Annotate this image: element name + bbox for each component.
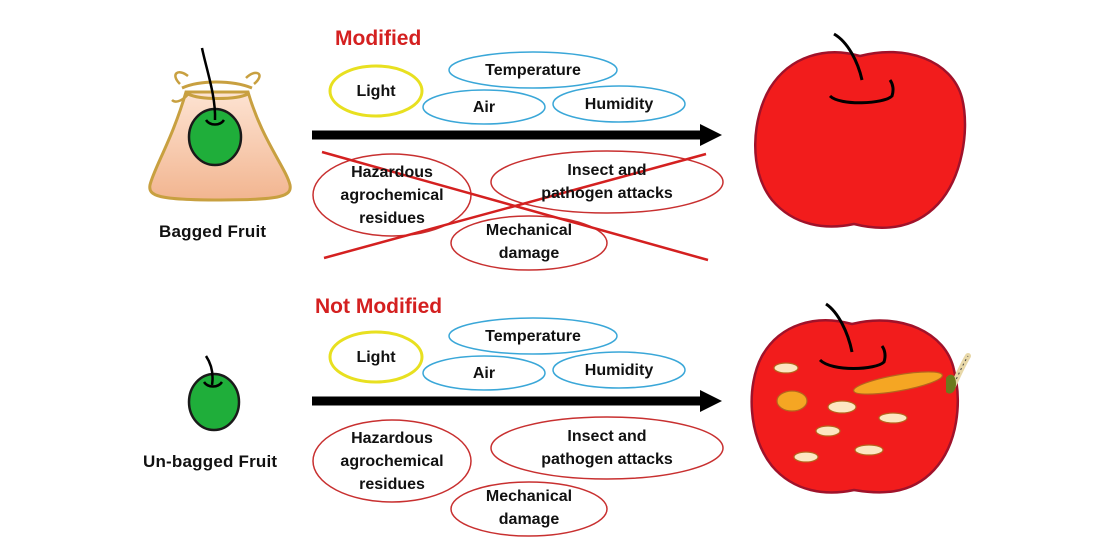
temperature-label: Temperature	[485, 62, 581, 79]
insect-line-2: pathogen attacks	[541, 185, 673, 202]
temperature-factor-ellipse	[448, 317, 618, 355]
mechanical-line-2: damage	[498, 511, 560, 528]
insect-line-1: Insect and	[567, 428, 647, 445]
light-label: Light	[356, 349, 396, 366]
air-factor-ellipse	[422, 355, 546, 391]
air-label: Air	[472, 99, 496, 116]
insect-line-1: Insect and	[567, 162, 647, 179]
humidity-factor-ellipse	[552, 351, 686, 389]
light-label: Light	[356, 83, 396, 100]
mechanical-threat-ellipse	[450, 481, 608, 537]
hazardous-threat-ellipse	[312, 419, 472, 503]
healthy-apple-icon	[754, 32, 967, 229]
mechanical-line-2: damage	[498, 245, 560, 262]
insect-threat-ellipse	[490, 416, 724, 480]
humidity-label: Humidity	[584, 362, 654, 379]
hazardous-line-1: Hazardous	[351, 430, 433, 447]
mechanical-label: Mechanical damage	[451, 219, 607, 265]
light-factor-ellipse	[328, 64, 424, 118]
insect-label: Insect and pathogen attacks	[491, 425, 723, 471]
hazardous-line-2: agrochemical	[340, 453, 444, 470]
main-arrow-bottom	[312, 390, 722, 412]
insect-threat-ellipse	[490, 150, 724, 214]
bagged-fruit-caption: Bagged Fruit	[159, 222, 267, 241]
damage-spots	[773, 362, 943, 463]
hazardous-label: Hazardous agrochemical residues	[313, 427, 471, 496]
humidity-label: Humidity	[584, 96, 654, 113]
mechanical-label: Mechanical damage	[451, 485, 607, 531]
mechanical-line-1: Mechanical	[485, 222, 573, 239]
mechanical-line-1: Mechanical	[485, 488, 573, 505]
humidity-factor-ellipse	[552, 85, 686, 123]
mechanical-threat-ellipse	[450, 215, 608, 271]
not-modified-heading: Not Modified	[315, 295, 443, 318]
hazardous-line-1: Hazardous	[351, 164, 433, 181]
threats-blocked-cross	[321, 150, 709, 262]
hazardous-threat-ellipse	[312, 153, 472, 237]
insect-label: Insect and pathogen attacks	[491, 159, 723, 205]
insect-line-2: pathogen attacks	[541, 451, 673, 468]
modified-heading: Modified	[335, 27, 422, 50]
hazardous-label: Hazardous agrochemical residues	[313, 161, 471, 230]
green-fruit-icon	[187, 355, 241, 432]
unbagged-fruit-caption: Un-bagged Fruit	[143, 452, 278, 471]
air-factor-ellipse	[422, 89, 546, 125]
main-arrow-top	[312, 124, 722, 146]
hazardous-line-3: residues	[359, 210, 425, 227]
temperature-factor-ellipse	[448, 51, 618, 89]
hazardous-line-2: agrochemical	[340, 187, 444, 204]
air-label: Air	[472, 365, 496, 382]
damaged-apple-icon	[750, 302, 971, 494]
bagged-green-fruit-icon	[148, 47, 292, 202]
light-factor-ellipse	[328, 330, 424, 384]
hazardous-line-3: residues	[359, 476, 425, 493]
worm-icon	[946, 353, 971, 394]
temperature-label: Temperature	[485, 328, 581, 345]
